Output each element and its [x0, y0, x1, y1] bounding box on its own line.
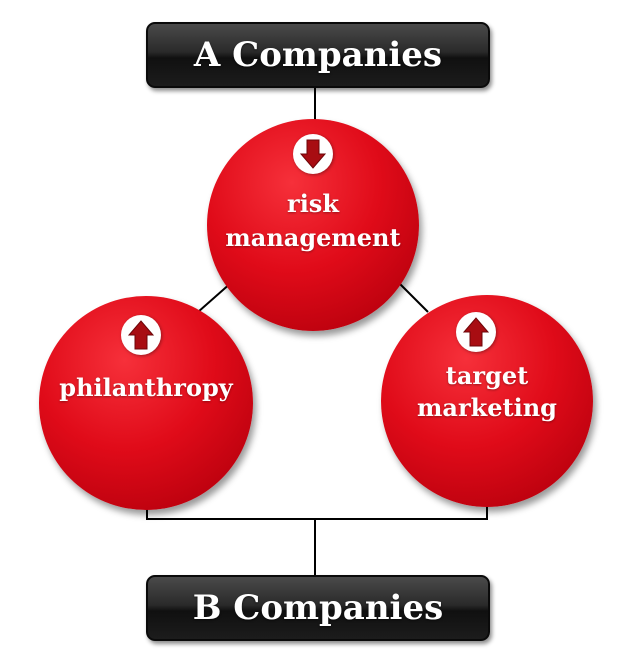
up-arrow-icon — [121, 315, 161, 355]
target-marketing-label-line2: marketing — [417, 393, 557, 422]
philanthropy-label: philanthropy — [59, 373, 233, 402]
risk-management-circle: risk management — [207, 119, 419, 331]
down-arrow-icon — [293, 134, 333, 174]
a-companies-box: A Companies — [146, 22, 490, 88]
target-marketing-circle: target marketing — [381, 295, 593, 507]
a-companies-label: A Companies — [193, 35, 443, 75]
target-marketing-label-line1: target — [445, 361, 529, 390]
risk-management-label-line2: management — [225, 223, 401, 252]
connector-risk-to-target — [397, 281, 429, 313]
risk-management-label-line1: risk — [287, 189, 339, 218]
b-companies-box: B Companies — [146, 575, 490, 641]
up-arrow-icon — [456, 312, 496, 352]
b-companies-label: B Companies — [192, 588, 444, 628]
philanthropy-circle: philanthropy — [39, 296, 253, 510]
